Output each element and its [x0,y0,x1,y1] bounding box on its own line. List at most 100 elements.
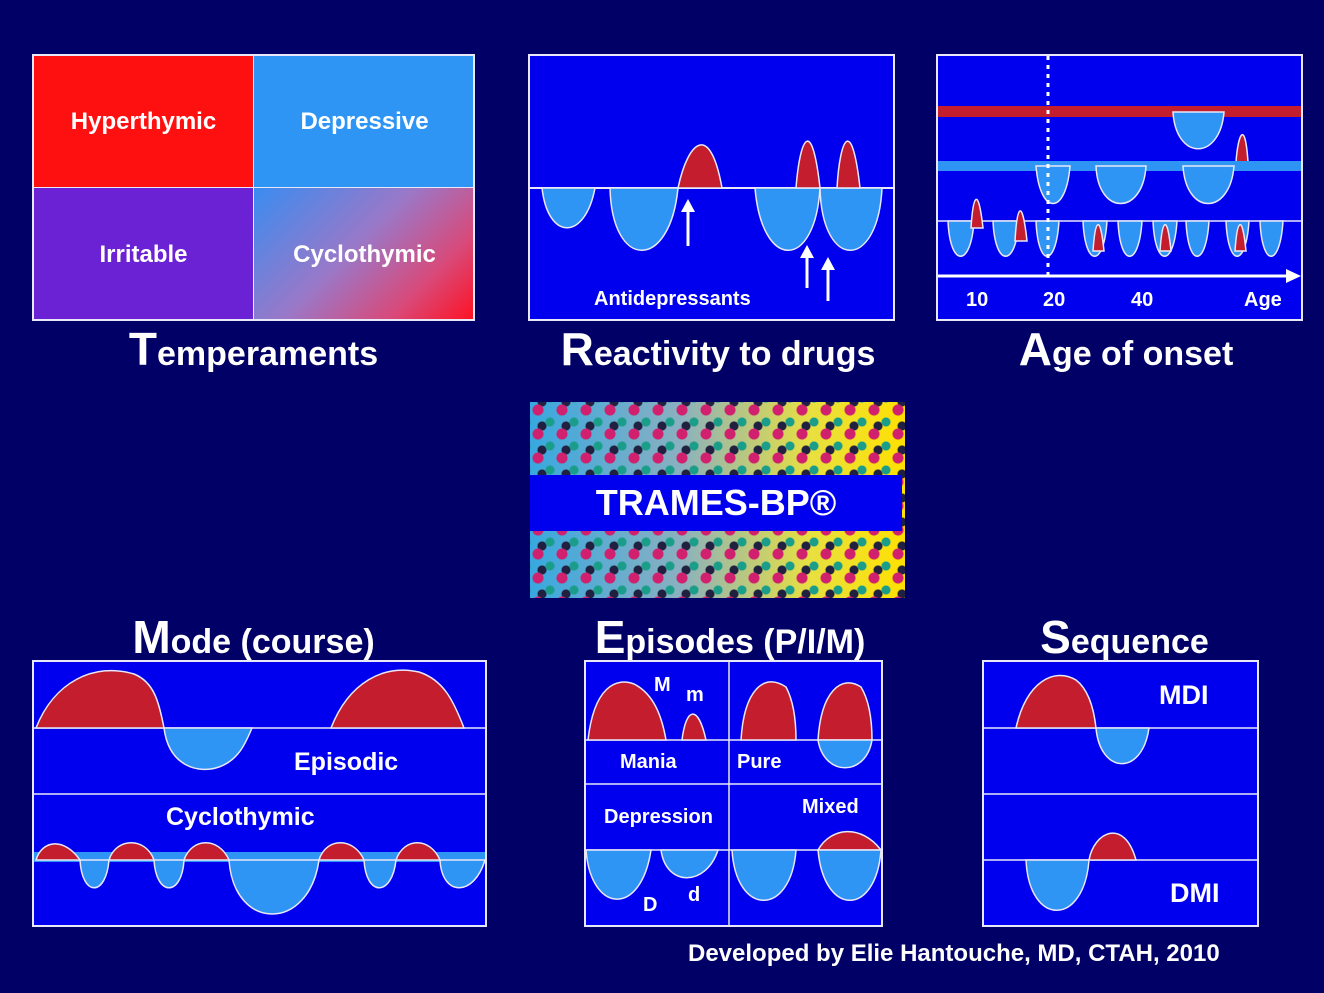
depression-cycles [947,220,1284,257]
episodes-panel: M m Mania Pure Depression Mixed D d [584,660,883,927]
depression-wave [1025,859,1090,911]
pure-label: Pure [737,751,782,773]
up-arrow-icon [821,257,835,301]
depression-label: Depression [604,806,713,828]
mania-wave [182,842,231,861]
mania-wave [1015,674,1097,729]
depression-wave [586,849,652,900]
mania-band [938,106,1301,117]
mode-panel: Episodic Cyclothymic [32,660,487,927]
reactivity-panel: Antidepressants [528,54,895,321]
mania-wave [795,140,821,189]
age-onset-caption: Age of onset [1018,323,1234,375]
depression-wave [1185,220,1210,257]
trames-title: TRAMES-BP® [595,482,837,523]
mania-label: Mania [620,751,677,773]
mania-wave [1235,134,1249,163]
irritable-label: Irritable [99,240,188,268]
mania-wave [1159,224,1172,252]
mania-wave [1234,224,1247,252]
reactivity-caption: Reactivity to drugs [560,323,876,375]
credit-line: Developed by Elie Hantouche, MD, CTAH, 2… [688,940,1220,967]
up-arrow-icon [800,245,814,288]
depression-wave [754,187,821,251]
depression-wave [947,220,975,257]
age-tick-age: Age [1244,289,1282,311]
mania-wave [1014,210,1028,242]
depression-wave [228,859,320,915]
age-tick-40: 40 [1131,289,1154,311]
depressive-cell: Depressive [254,56,473,188]
depression-wave [163,727,254,771]
depression-wave [817,849,881,901]
mania-wave [970,198,984,229]
episodes-waves [586,662,881,925]
depression-wave [79,859,110,889]
age-onset-panel: 10 20 40 Age [936,54,1303,321]
sequence-caption: Sequence [1040,611,1209,663]
mania-cycles [970,198,1247,252]
up-arrow-icon [681,199,695,246]
depression-wave [1095,165,1147,205]
depression-wave [363,859,397,889]
age-tick-10: 10 [966,289,989,311]
depression-wave [731,849,797,901]
major-depression-label: D [643,894,658,916]
irritable-cell: Irritable [34,188,254,319]
mania-wave [34,669,165,729]
sequence-panel: MDI DMI [982,660,1259,927]
mania-wave [1088,832,1137,861]
temperaments-caption: Temperaments [128,323,379,375]
depression-wave [1182,165,1235,205]
depression-wave [541,187,596,229]
mixed-label: Mixed [802,796,859,818]
mania-wave [836,140,861,189]
dmi-label: DMI [1170,878,1220,908]
mania-wave [1092,224,1105,252]
hyperthymic-label: Hyperthymic [70,107,217,135]
mania-wave [681,713,707,741]
depression-wave [153,859,185,889]
mania-cycles [34,842,442,861]
mania-wave [394,842,442,861]
age-onset-waves [938,56,1301,283]
depression-wave [439,859,485,889]
mdi-label: MDI [1159,680,1209,710]
episodic-label: Episodic [294,748,399,776]
mode-caption: Mode (course) [132,611,375,663]
depression-wave [1035,165,1071,205]
minor-mania-label: m [686,684,704,706]
depression-wave [1117,220,1143,257]
depressive-label: Depressive [300,107,429,135]
mania-wave [817,682,873,741]
hyperthymic-cell: Hyperthymic [34,56,254,188]
depression-wave [609,187,679,251]
mania-wave [677,144,723,189]
depression-cycles [79,859,485,915]
trames-badge: TRAMES-BP® [530,402,905,598]
trames-title-band: TRAMES-BP® [530,475,902,531]
episodes-caption: Episodes (P/I/M) [594,611,866,663]
mania-wave [34,843,82,861]
mania-wave [317,842,366,861]
antidepressants-label: Antidepressants [594,288,751,310]
minor-depression-label: d [688,884,701,906]
mania-wave [816,830,881,851]
cyclothymic-course-label: Cyclothymic [166,803,315,831]
mania-wave [740,681,797,741]
mania-wave [587,681,667,741]
cyclothymic-band [34,852,485,862]
mania-wave [329,669,466,729]
depression-wave [660,849,720,879]
temperaments-panel: Hyperthymic Depressive Irritable Cycloth… [32,54,475,321]
depression-wave [817,739,873,769]
cyclothymic-label: Cyclothymic [293,240,436,268]
depression-wave [819,187,883,251]
reactivity-waves [530,140,893,301]
mania-wave [107,842,156,861]
cyclothymic-cell: Cyclothymic [254,188,473,319]
depression-wave [1172,111,1225,150]
mode-waves [34,669,485,915]
depression-wave [1095,727,1150,765]
